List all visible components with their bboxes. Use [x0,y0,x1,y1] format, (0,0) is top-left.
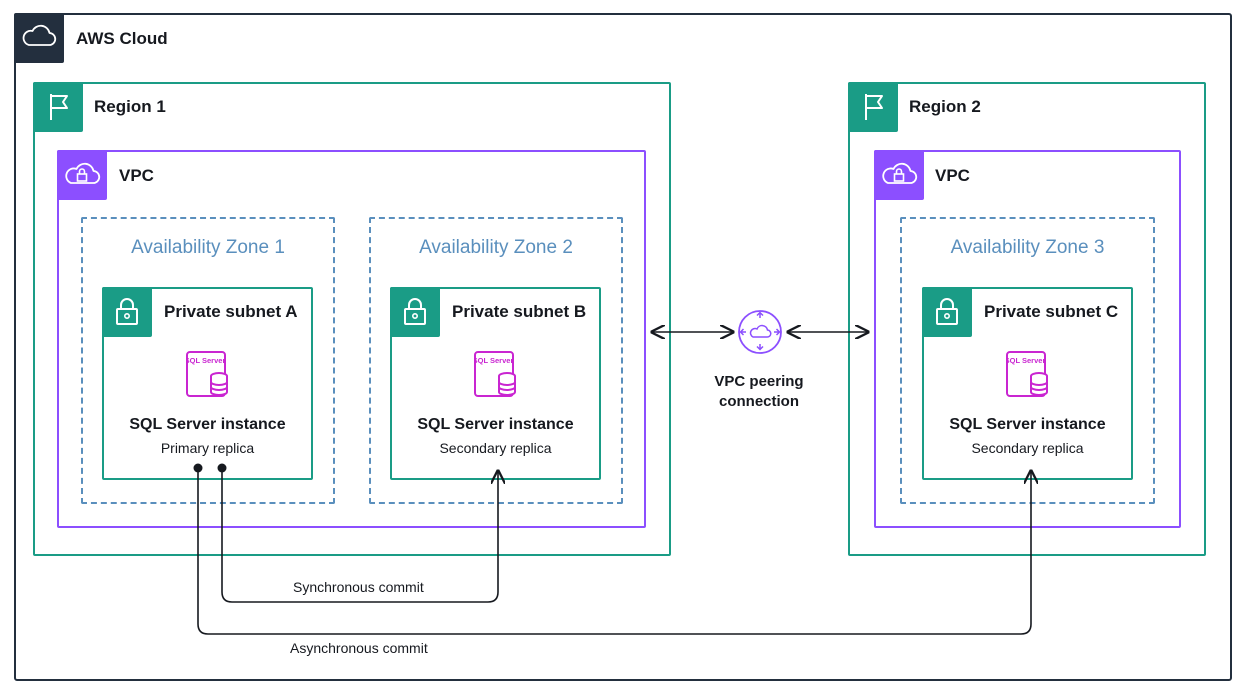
vpc-peering-label-line-2: connection [718,393,799,410]
sql-server-database-icon: SQL Server [1006,351,1048,397]
az-2-title: Availability Zone 2 [419,237,573,258]
vpc-2-group [874,150,1181,528]
svg-text:SQL Server: SQL Server [474,356,513,365]
sql-instance-c-name: SQL Server instance [949,416,1106,433]
subnet-c-title: Private subnet C [984,302,1119,321]
vpc-peering-label: VPC peering connection [689,372,829,412]
region-2-title: Region 2 [909,97,981,116]
sql-instance-a-role: Primary replica [160,440,255,456]
synchronous-commit-connector [221,468,498,603]
subnet-c-badge [922,287,972,337]
availability-zone-3: Availability Zone 3 [900,217,1155,504]
flag-icon [865,94,883,120]
private-subnet-a: SQL Server instance Primary replica [102,287,313,480]
region-1-title: Region 1 [94,97,166,116]
cloud-icon [22,24,57,46]
sql-instance-c-role: Secondary replica [971,440,1084,456]
aws-cloud-badge [14,13,64,63]
subnet-a-badge [102,287,152,337]
subnet-a-title: Private subnet A [164,302,298,321]
subnet-b-badge [390,287,440,337]
availability-zone-1: Availability Zone 1 [81,217,335,504]
sql-instance-b-name: SQL Server instance [417,416,574,433]
aws-cloud-title: AWS Cloud [76,29,168,48]
vpc-1-title: VPC [119,166,154,185]
flag-icon [50,94,68,120]
availability-zone-2: Availability Zone 2 [369,217,623,504]
asynchronous-commit-label: Asynchronous commit [290,640,428,656]
vpc-peering-label-line-1: VPC peering [714,373,804,390]
region-2-group [848,82,1206,556]
vpc-peering-icon [738,310,782,354]
vpc-2-title: VPC [935,166,970,185]
sql-server-database-icon: SQL Server [474,351,516,397]
lock-icon [404,298,426,325]
vpc-1-badge [57,150,107,200]
svg-text:SQL Server: SQL Server [1006,356,1045,365]
sql-instance-b-role: Secondary replica [439,440,552,456]
az-1-title: Availability Zone 1 [131,237,285,258]
private-subnet-c: SQL Server instance Secondary replica [922,287,1133,480]
lock-icon [116,298,138,325]
region-1-group [33,82,671,556]
vpc-lock-cloud-icon [65,162,101,184]
vpc-1-group [57,150,646,528]
sql-instance-a-name: SQL Server instance [129,416,286,433]
vpc-lock-cloud-icon [882,162,918,184]
synchronous-commit-label: Synchronous commit [293,579,424,595]
asynchronous-commit-connector [197,468,1031,635]
subnet-b-title: Private subnet B [452,302,587,321]
svg-text:SQL Server: SQL Server [186,356,225,365]
region-2-badge [848,82,898,132]
region-1-badge [33,82,83,132]
vpc-2-badge [874,150,924,200]
az-3-title: Availability Zone 3 [950,237,1105,258]
private-subnet-b: SQL Server instance Secondary replica [390,287,601,480]
lock-icon [936,298,958,325]
sql-server-database-icon: SQL Server [186,351,228,397]
aws-cloud-group [14,13,1232,681]
